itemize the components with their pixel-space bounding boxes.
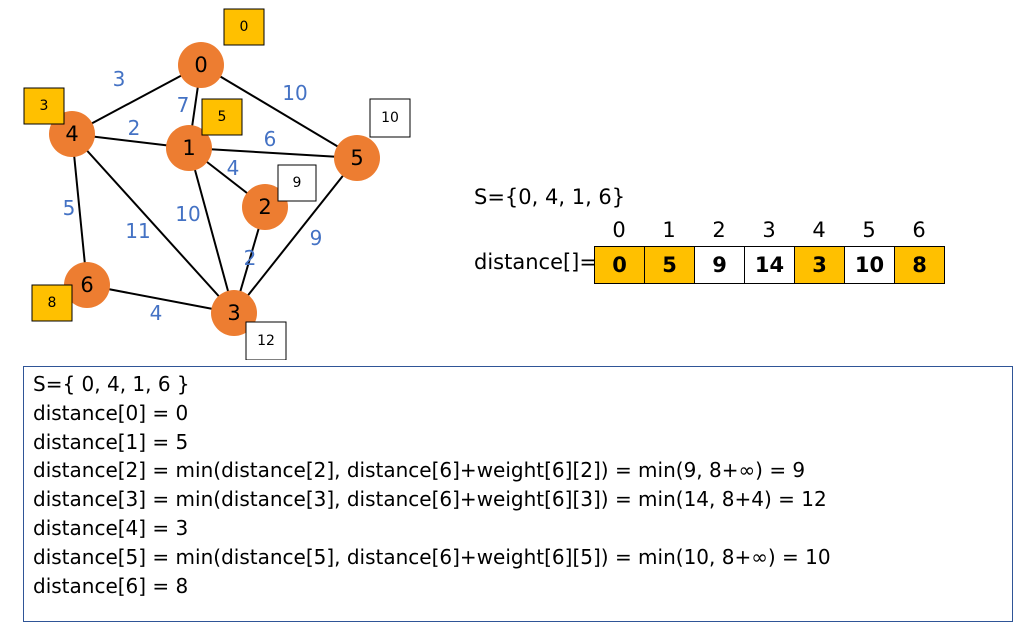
node-label-3: 3: [227, 301, 240, 325]
distance-box-1: [201, 98, 243, 136]
distance-box-4: [23, 87, 65, 125]
distance-box-3: [245, 321, 287, 360]
node-label-5: 5: [350, 146, 363, 170]
edge-weight-0-4: 3: [113, 67, 126, 91]
distance-array-label: distance[]=: [474, 250, 597, 274]
distance-box-label-4: 3: [40, 98, 49, 114]
distance-box-label-0: 0: [240, 19, 249, 35]
textbox-line: distance[5] = min(distance[5], distance[…: [33, 544, 831, 569]
node-label-2: 2: [258, 195, 271, 219]
node-6: [64, 262, 110, 308]
edge-0-4: [71, 64, 202, 135]
array-index-0: 0: [612, 218, 626, 242]
distance-box-6: [31, 284, 73, 322]
array-cell-2: 9: [695, 247, 745, 283]
distance-box-label-3: 12: [257, 333, 275, 349]
edge-weight-5-3: 9: [310, 226, 323, 250]
array-cell-4: 3: [795, 247, 845, 283]
node-5: [334, 135, 380, 181]
edge-6-3: [86, 284, 235, 314]
edge-weight-6-3: 4: [150, 301, 163, 325]
edge-weight-4-1: 2: [128, 116, 141, 140]
distance-box-2: [277, 164, 317, 202]
edge-weight-1-3: 10: [175, 202, 200, 226]
edge-5-3: [233, 157, 358, 314]
edge-1-5: [188, 147, 358, 159]
array-index-6: 6: [912, 218, 926, 242]
edge-weight-0-1: 7: [177, 93, 190, 117]
distance-box-label-2: 9: [293, 175, 302, 191]
edge-4-6: [71, 133, 88, 286]
array-cell-6: 8: [895, 247, 944, 283]
edge-4-3: [71, 133, 235, 314]
edge-weight-0-5: 10: [282, 81, 307, 105]
computation-textbox: S={ 0, 4, 1, 6 } distance[0] = 0 distance[…: [23, 366, 1013, 622]
node-label-1: 1: [182, 136, 195, 160]
node-label-4: 4: [65, 122, 78, 146]
distance-box-label-1: 5: [218, 109, 227, 125]
edge-weight-1-5: 6: [264, 127, 277, 151]
array-index-1: 1: [662, 218, 676, 242]
textbox-line: distance[3] = min(distance[3], distance[…: [33, 487, 827, 512]
array-cell-3: 14: [745, 247, 795, 283]
edge-0-5: [200, 64, 358, 159]
node-2: [242, 184, 288, 230]
array-index-4: 4: [812, 218, 826, 242]
textbox-line: S={ 0, 4, 1, 6 }: [33, 372, 190, 396]
array-index-5: 5: [862, 218, 876, 242]
distance-box-label-6: 8: [48, 295, 57, 311]
edge-weight-4-3: 11: [125, 219, 150, 243]
node-label-0: 0: [194, 53, 207, 77]
node-0: [178, 42, 224, 88]
node-1: [166, 125, 212, 171]
edge-1-3: [188, 147, 235, 314]
edge-weight-1-2: 4: [227, 156, 240, 180]
array-index-3: 3: [762, 218, 776, 242]
edge-weight-4-6: 5: [63, 196, 76, 220]
textbox-line: distance[4] = 3: [33, 515, 189, 540]
distance-box-5: [369, 98, 411, 138]
array-cell-5: 10: [845, 247, 895, 283]
array-index-row: 0 1 2 3 4 5 6: [594, 218, 944, 244]
textbox-line: distance[6] = 8: [33, 573, 189, 598]
visited-set-label: S={0, 4, 1, 6}: [474, 185, 626, 209]
distance-box-label-5: 10: [381, 110, 399, 126]
textbox-line: distance[1] = 5: [33, 429, 189, 454]
array-cell-1: 5: [645, 247, 695, 283]
textbox-line: distance[0] = 0: [33, 400, 189, 425]
node-label-6: 6: [80, 273, 93, 297]
edge-weight-2-3: 2: [244, 246, 257, 270]
textbox-line: distance[2] = min(distance[2], distance[…: [33, 458, 806, 483]
distance-box-0: [223, 8, 265, 46]
array-cell-0: 0: [595, 247, 645, 283]
array-index-2: 2: [712, 218, 726, 242]
